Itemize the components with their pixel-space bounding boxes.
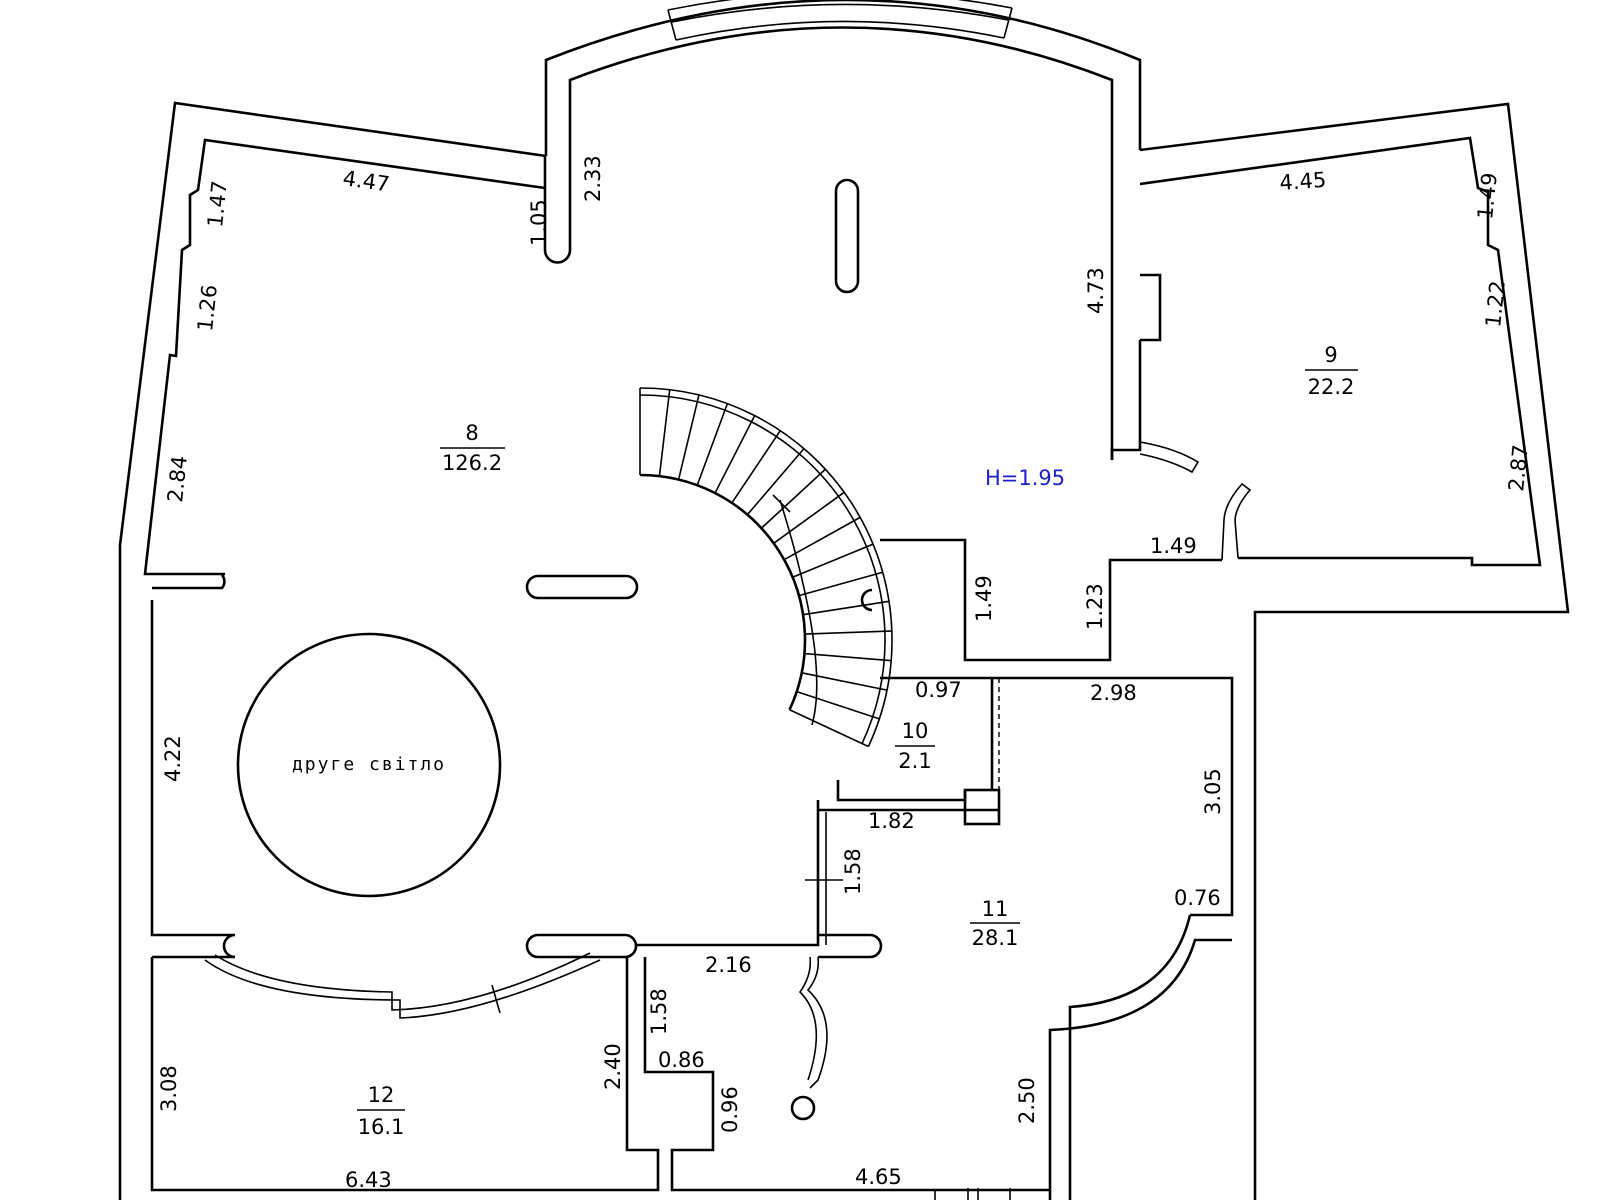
stair-step [804,630,892,635]
dimension-label: 3.05 [1201,768,1225,815]
dimension-label: 0.86 [658,1048,705,1072]
dimension-label: 4.22 [161,735,185,782]
dimension-label: 2.50 [1015,1077,1039,1124]
room-number: 9 [1324,343,1337,367]
dimension-label: 2.40 [601,1043,625,1090]
dimension-label: 6.43 [345,1168,392,1192]
room-number: 12 [368,1083,395,1107]
dimension-label: 1.49 [1473,172,1502,221]
stair-direction-line [772,494,818,726]
stair-step [714,415,756,494]
dimension-label: 1.49 [1150,534,1197,558]
dimension-label: 1.23 [1083,583,1107,630]
stair-step [798,571,883,597]
bay-window [667,0,1013,41]
dimension-label: 1.26 [193,284,222,333]
room-11-walls [643,956,1050,1200]
stair-step [731,430,781,504]
dimension-label: 2.16 [705,953,752,977]
dimension-label: 2.87 [1504,444,1533,493]
room-9-label: 9 22.2 [1305,343,1358,399]
dimension-label: 1.58 [841,848,865,895]
stair-step [783,516,861,561]
room-number: 8 [465,421,478,445]
dimension-label: 1.05 [527,199,551,246]
dimension-label: 1.58 [647,988,671,1035]
stair-step [804,652,892,662]
room-12-walls [150,952,660,1192]
room-area: 16.1 [358,1115,405,1139]
stair-stringer [639,394,886,744]
room-9-walls [1110,136,1542,567]
dimension-label: 1.22 [1481,280,1510,329]
room-area: 2.1 [898,749,931,773]
stair-step [789,709,869,748]
height-note: H=1.95 [985,466,1065,490]
room-area: 22.2 [1308,375,1355,399]
room-8-label: 8 126.2 [440,421,505,475]
stair-step [760,468,826,529]
stair-step [746,448,805,516]
room-10-label: 10 2.1 [895,719,935,773]
stair-stringer [639,387,893,747]
stair-step [696,403,729,486]
stair-stringer [639,473,807,711]
room-12-label: 12 16.1 [357,1083,405,1139]
dimension-label: 2.84 [163,455,192,504]
stair-step [677,394,700,480]
stair-step [796,690,880,720]
room-labels: 8 126.2 9 22.2 10 2.1 11 28.1 12 16.1 [357,343,1358,1139]
stair-step [801,672,888,691]
dimension-label: 2.33 [581,155,605,202]
dimension-label: 2.98 [1090,681,1137,705]
stair-step [773,491,845,544]
dimension-label: 4.65 [855,1165,902,1189]
dimension-label: 0.96 [718,1086,742,1133]
dimension-label: 3.08 [157,1065,181,1112]
light-well-label: друге світло [292,754,446,775]
stair-step [802,600,890,616]
dimension-label: 0.76 [1174,886,1221,910]
room-8-walls [143,26,1114,959]
room-number: 10 [902,719,929,743]
dimension-label: 1.49 [972,575,996,622]
outer-walls [118,0,1570,1200]
room-area: 126.2 [442,451,502,475]
stair-step [658,389,671,477]
light-well: друге світло [236,632,502,898]
room-number: 11 [982,897,1009,921]
stair-step [792,543,874,578]
room-area: 28.1 [972,926,1019,950]
central-walls [805,538,1234,1200]
spiral-stair [639,387,893,748]
dimension-label: 1.82 [868,809,915,833]
dimension-labels: 4.47 1.47 1.26 2.84 4.22 1.05 2.33 4.73 … [157,155,1533,1192]
dimension-label: 4.45 [1279,168,1327,195]
dimension-label: 1.47 [203,180,232,229]
room-11-label: 11 28.1 [970,897,1020,950]
dimension-label: 0.97 [915,678,962,702]
dimension-label: 4.47 [341,166,391,196]
stair-niche [860,588,873,612]
dimension-label: 4.73 [1084,267,1108,314]
